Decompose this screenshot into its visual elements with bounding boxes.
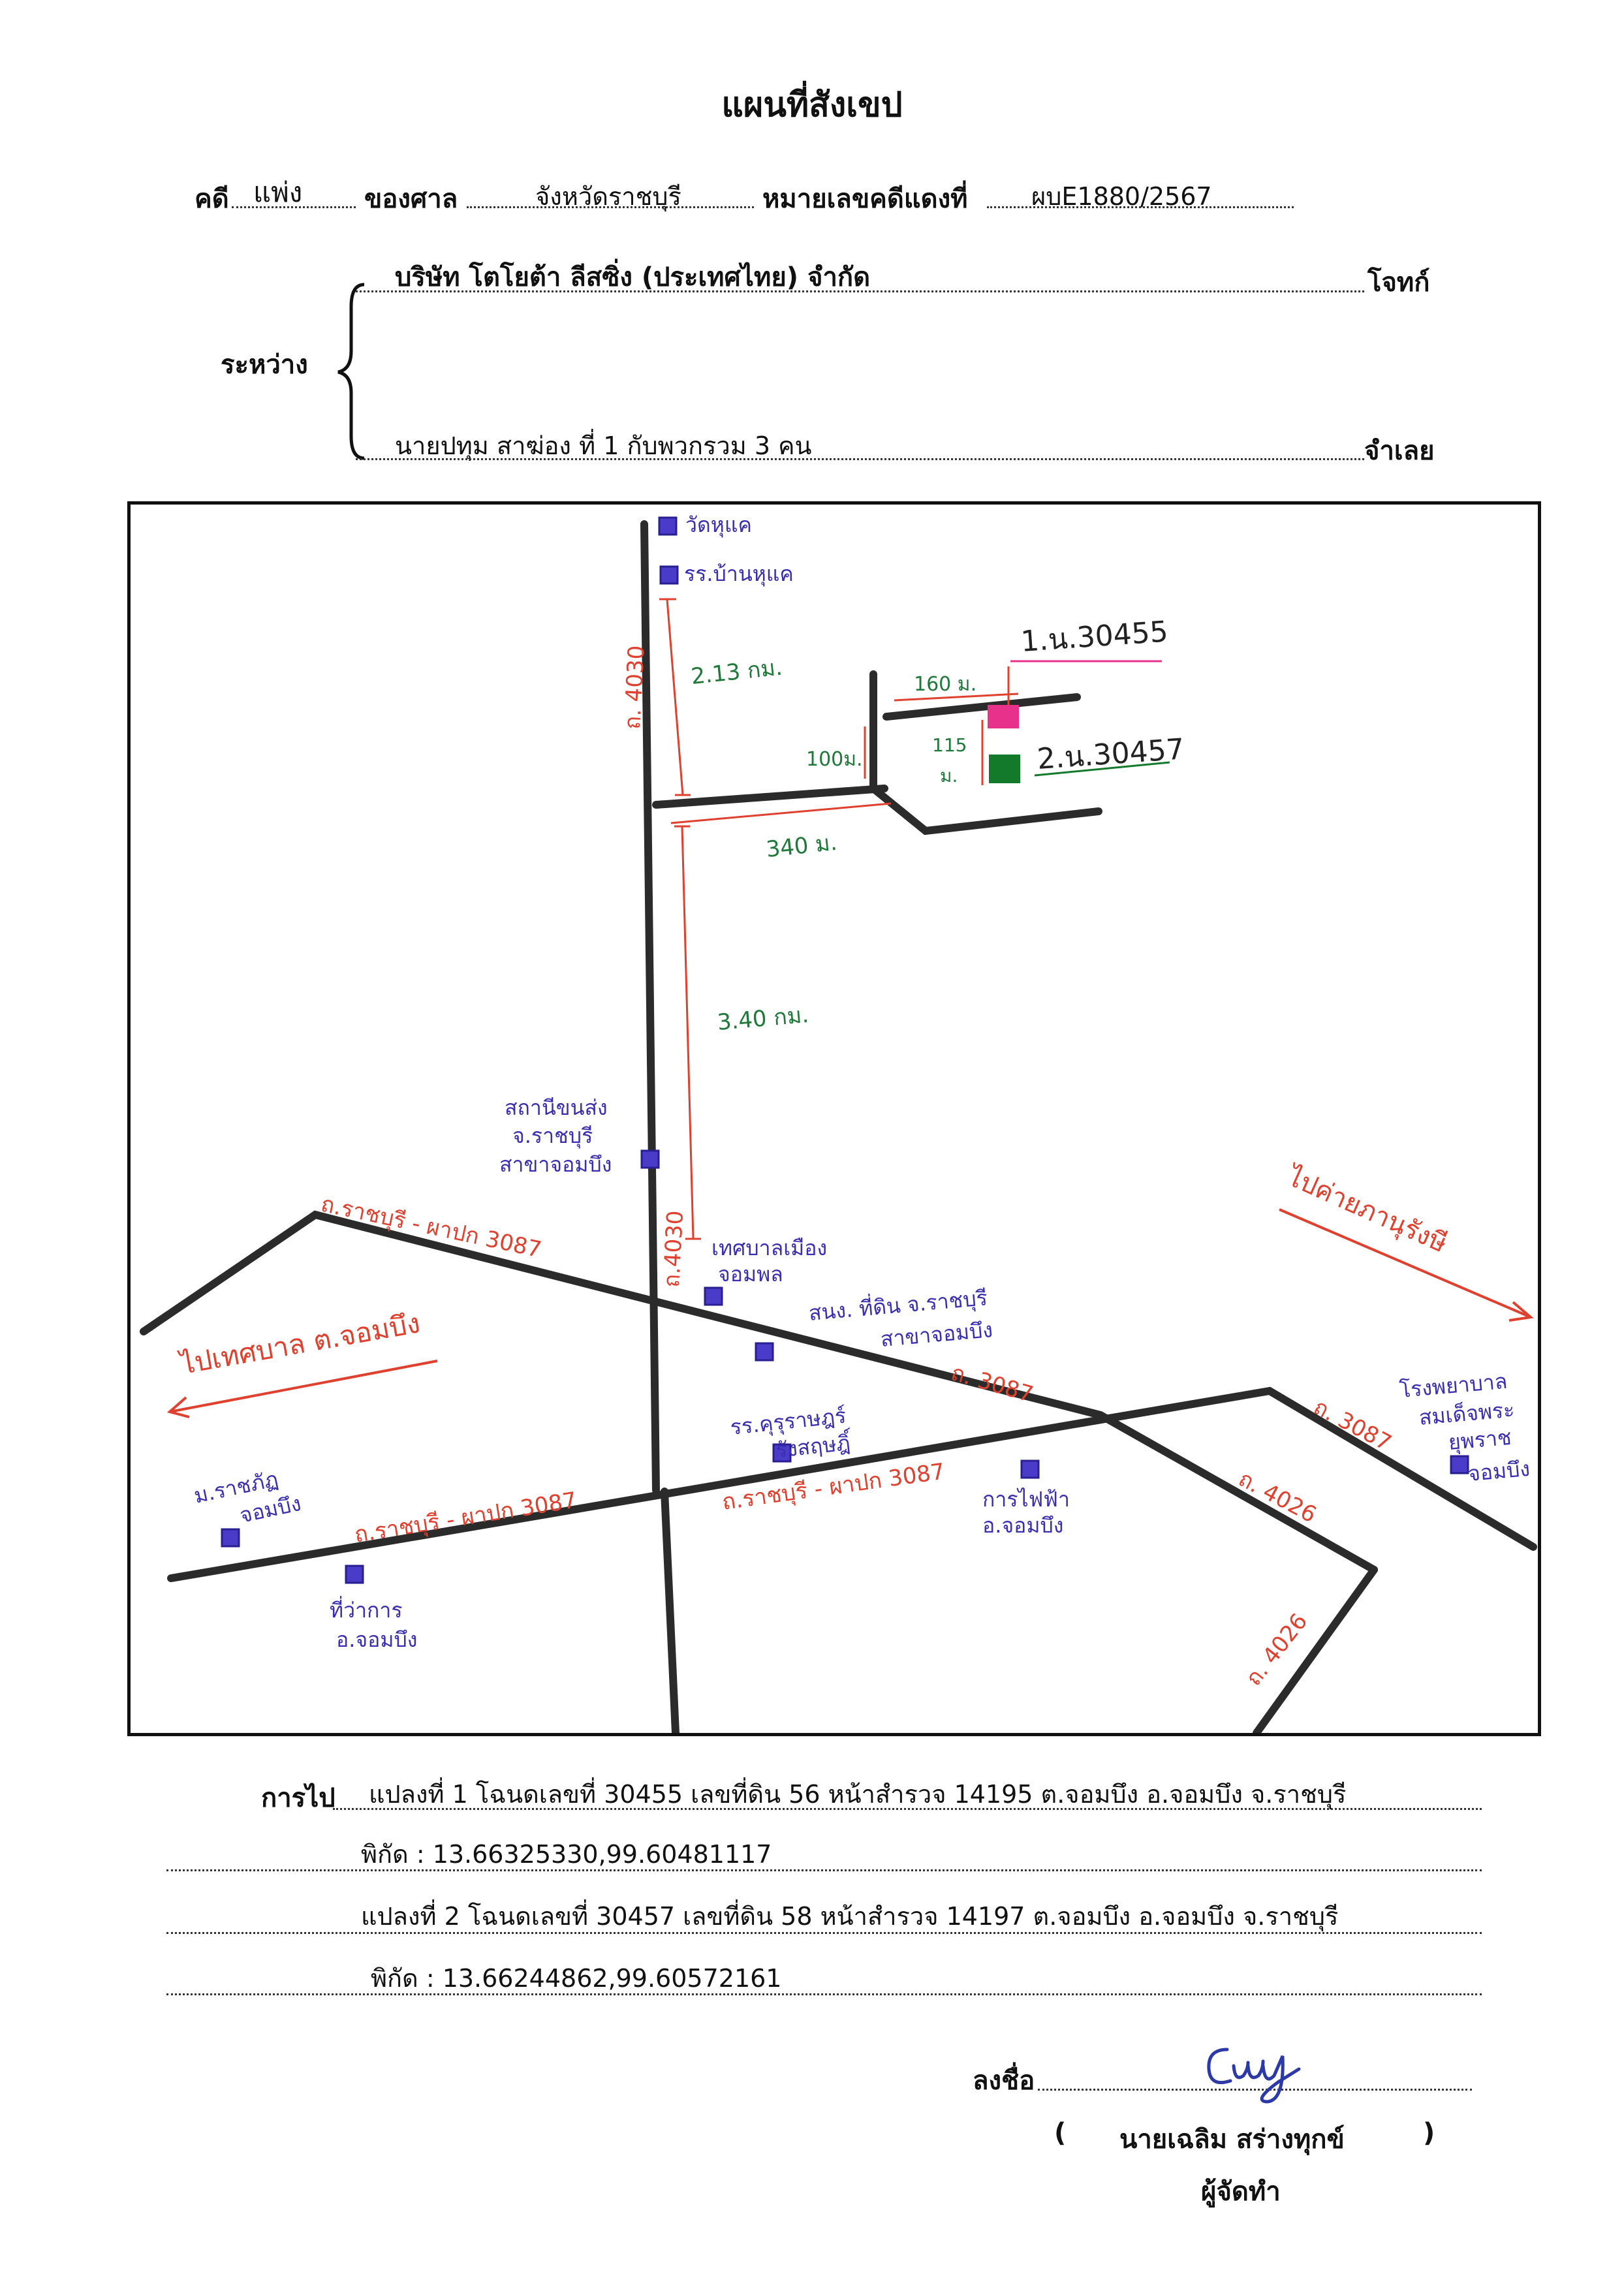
dist-115-unit: ม.	[940, 765, 958, 787]
lm-hospital-4: จอมบึง	[1467, 1456, 1531, 1486]
lm-electric-2: อ.จอมบึง	[982, 1513, 1063, 1538]
distance-labels: 2.13 กม. 160 ม. 100ม. 115 ม. 340 ม. 3.40…	[690, 655, 976, 1036]
name-open-paren: (	[1054, 2118, 1067, 2148]
marker-school	[772, 1443, 792, 1463]
label-road-3087-c: ถ.ราชบุรี - ผาปก 3087	[352, 1488, 578, 1548]
court-name: จังหวัดราชบุรี	[535, 182, 681, 211]
red-no-label: หมายเลขคดีแดงที่	[762, 184, 968, 214]
defendant-role: จำเลย	[1364, 436, 1435, 466]
case-type: แพ่ง	[253, 176, 303, 208]
lm-district-2: อ.จอมบึง	[336, 1627, 417, 1652]
road-labels: ถ. 4030 ถ.4030 ถ.ราชบุรี - ผาปก 3087 ถ. …	[176, 645, 1451, 1691]
marker-hospital	[1450, 1455, 1469, 1474]
dist-2-13km: 2.13 กม.	[690, 655, 784, 690]
sign-label: ลงชื่อ	[973, 2066, 1035, 2096]
arrow-west	[169, 1360, 438, 1413]
lm-electric-1: การไฟฟ้า	[982, 1487, 1070, 1512]
lm-hospital-1: โรงพยาบาล	[1398, 1369, 1508, 1403]
signer-role: ผู้จัดทำ	[1201, 2177, 1281, 2207]
road-branch	[652, 785, 888, 809]
name-close-paren: )	[1423, 2118, 1435, 2148]
route-coord-2: พิกัด : 13.66244862,99.60572161	[371, 1964, 782, 1993]
arrow-east	[1279, 1208, 1531, 1318]
lm-land-office-2: สาขาจอมบึง	[879, 1317, 993, 1352]
lm-school-top: รร.บ้านหุแค	[684, 561, 794, 587]
route-parcel-1: แปลงที่ 1 โฉนดเลขที่ 30455 เลขที่ดิน 56 …	[369, 1780, 1347, 1809]
route-line-2	[166, 1868, 1482, 1871]
signer-name: นายเฉลิม สร่างทุกข์	[1119, 2125, 1345, 2155]
marker-district	[345, 1565, 364, 1584]
marker-transport	[640, 1149, 660, 1169]
lm-district-1: ที่ว่าการ	[330, 1596, 403, 1623]
route-line-4	[166, 1992, 1482, 1995]
parcel-2-label: 2.น.30457	[1036, 732, 1185, 776]
arrow-west-head	[166, 1396, 190, 1418]
page-title: แผนที่สังเขป	[721, 86, 903, 125]
handwritten-signature	[1207, 2048, 1301, 2104]
road-3087-lower	[167, 1386, 1537, 1582]
parcel-2	[989, 755, 1020, 783]
route-coord-1: พิกัด : 13.66325330,99.60481117	[361, 1840, 772, 1869]
parcel-1	[988, 705, 1019, 728]
sketch-map: ถ. 4030 ถ.4030 ถ.ราชบุรี - ผาปก 3087 ถ. …	[127, 501, 1541, 1737]
plaintiff-name: บริษัท โตโยต้า ลีสซิ่ง (ประเทศไทย) จำกัด	[395, 262, 871, 292]
court-line	[467, 205, 754, 208]
route-line-3	[166, 1931, 1482, 1934]
label-road-4030-top: ถ. 4030	[619, 645, 650, 730]
label-road-4030-mid: ถ.4030	[659, 1210, 689, 1288]
label-road-3087-b: ถ. 3087	[948, 1360, 1037, 1408]
plaintiff-role: โจทก์	[1367, 268, 1430, 298]
road-4026	[1253, 1566, 1378, 1737]
court-label: ของศาล	[364, 184, 458, 214]
plaintiff-line	[356, 289, 1364, 292]
label-to-east: ไปค่ายภานุรังษี	[1281, 1161, 1452, 1260]
road-south	[661, 1488, 679, 1737]
red-no: ผบE1880/2567	[1031, 182, 1212, 211]
marker-temple	[658, 516, 678, 536]
marker-electric	[1020, 1459, 1040, 1479]
route-label: การไป	[261, 1783, 336, 1813]
label-road-4026-b: ถ. 4026	[1241, 1608, 1313, 1691]
landmark-markers	[221, 516, 1469, 1584]
dist-160m: 160 ม.	[914, 673, 976, 696]
map-drawing: ถ. 4030 ถ.4030 ถ.ราชบุรี - ผาปก 3087 ถ. …	[140, 512, 1537, 1737]
defendant-line	[356, 457, 1364, 460]
marker-municipal	[704, 1286, 723, 1306]
dist-100m: 100ม.	[806, 748, 863, 771]
road-network	[140, 520, 1537, 1737]
lm-hospital-3: ยุพราช	[1447, 1425, 1512, 1456]
lm-municipal-1: เทศบาลเมือง	[711, 1236, 827, 1260]
arrow-east-head	[1508, 1301, 1534, 1322]
route-parcel-2: แปลงที่ 2 โฉนดเลขที่ 30457 เลขที่ดิน 58 …	[361, 1902, 1339, 1931]
case-label: คดี	[195, 184, 229, 214]
brace-icon	[337, 283, 365, 460]
dist-340m: 340 ม.	[765, 830, 839, 863]
lm-temple: วัดหุแค	[685, 512, 752, 538]
dist-3-40km: 3.40 กม.	[716, 1002, 809, 1036]
red-no-line	[987, 205, 1294, 208]
parcel-1-label: 1.น.30455	[1020, 615, 1169, 659]
parcel-labels: 1.น.30455 2.น.30457	[1020, 615, 1185, 776]
road-3087-upper	[140, 1210, 1378, 1574]
dimension-lines	[659, 598, 1170, 1240]
lm-transport-2: จ.ราชบุรี	[512, 1123, 593, 1149]
lm-transport-3: สาขาจอมบึง	[499, 1152, 612, 1177]
road-site-spur	[882, 693, 1081, 721]
marker-school-top	[659, 565, 679, 585]
road-4030	[640, 520, 660, 1494]
between-label: ระหว่าง	[221, 350, 308, 380]
case-type-line	[232, 205, 356, 208]
road-site-loop	[869, 670, 1102, 835]
defendant-name: นายปทุม สาฆ่อง ที่ 1 กับพวกรวม 3 คน	[395, 431, 812, 460]
route-line-1	[333, 1807, 1482, 1810]
arrows	[166, 1208, 1534, 1418]
marker-university	[221, 1528, 240, 1548]
lm-municipal-2: จอมพล	[718, 1262, 783, 1286]
sign-line	[1038, 2087, 1472, 2091]
dist-115: 115	[932, 734, 967, 756]
marker-land-office	[755, 1342, 774, 1362]
lm-transport-1: สถานีขนส่ง	[505, 1095, 608, 1120]
